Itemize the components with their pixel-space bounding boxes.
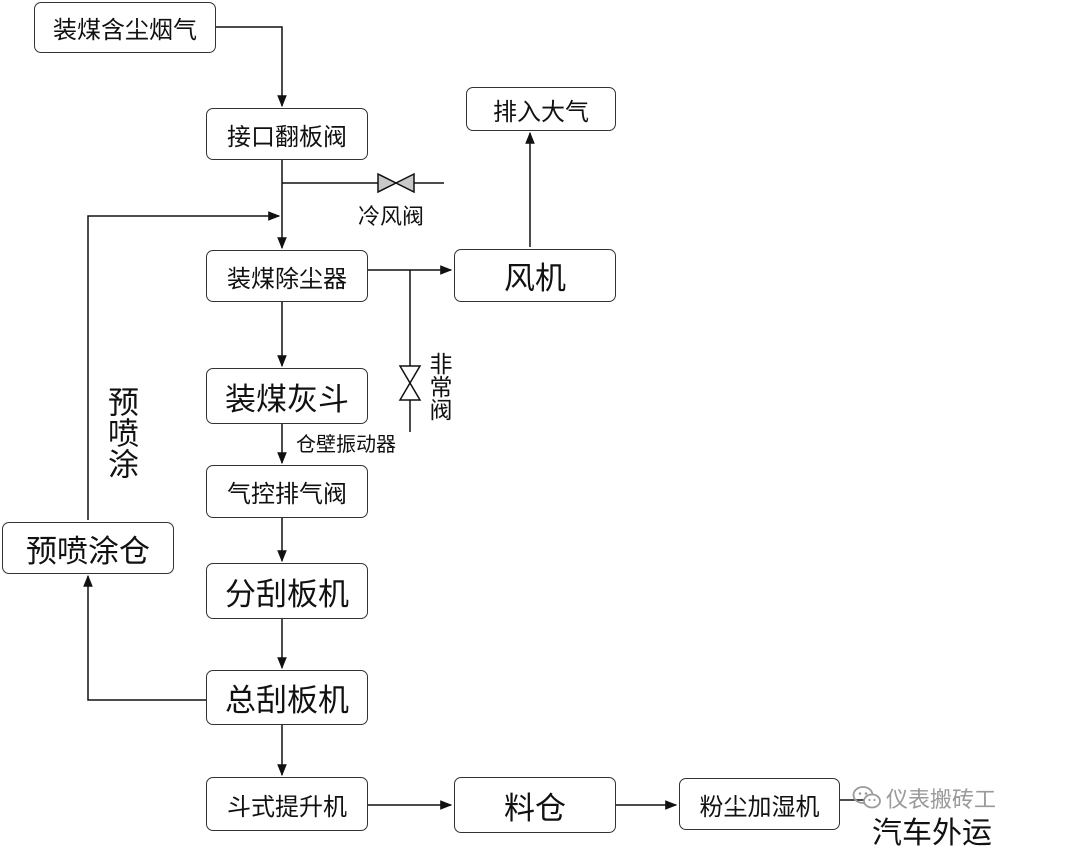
fan-box: 风机	[454, 249, 616, 302]
cold-air-valve-label: 冷风阀	[358, 205, 425, 230]
watermark: 仪表搬砖工	[852, 782, 996, 814]
material-bin-label: 料仓	[504, 790, 566, 827]
exhaust-atmosphere-box: 排入大气	[466, 87, 616, 131]
exhaust-atmosphere-label: 排入大气	[493, 97, 589, 126]
bin-wall-vibrator-label: 仓壁振动器	[296, 432, 396, 456]
ash-hopper-box: 装煤灰斗	[206, 368, 368, 424]
bucket-elevator-label: 斗式提升机	[227, 792, 347, 821]
connector-precoat-return	[87, 211, 281, 520]
ash-hopper-label: 装煤灰斗	[225, 381, 349, 418]
flap-valve-box: 接口翻板阀	[206, 108, 368, 160]
cold-air-valve-icon	[377, 172, 415, 194]
coal-dust-gas-box: 装煤含尘烟气	[34, 2, 216, 53]
coal-dust-gas-label: 装煤含尘烟气	[53, 16, 197, 44]
pneumatic-exhaust-valve-label: 气控排气阀	[227, 480, 347, 508]
connector-source-to-flap-valve	[216, 26, 287, 108]
precoat-bin-label: 预喷涂仓	[26, 533, 150, 570]
connector-main-scraper-to-precoat-bin	[83, 574, 206, 701]
material-bin-box: 料仓	[454, 777, 616, 833]
emergency-valve-label: 非常阀	[425, 352, 451, 421]
fan-label: 风机	[504, 261, 566, 297]
main-scraper-label: 总刮板机	[225, 683, 349, 719]
wechat-logo-icon	[852, 786, 881, 809]
dust-humidifier-box: 粉尘加湿机	[679, 778, 840, 830]
dust-humidifier-label: 粉尘加湿机	[699, 792, 820, 821]
precoat-bin-box: 预喷涂仓	[2, 522, 174, 574]
branch-scraper-label: 分刮板机	[225, 576, 349, 613]
emergency-valve-icon	[398, 365, 422, 401]
watermark-text: 仪表搬砖工	[886, 788, 997, 813]
flap-valve-label: 接口翻板阀	[227, 122, 347, 151]
bucket-elevator-box: 斗式提升机	[206, 777, 368, 831]
dust-collector-box: 装煤除尘器	[206, 250, 368, 302]
truck-transport-label: 汽车外运	[872, 816, 992, 851]
branch-scraper-box: 分刮板机	[206, 563, 368, 619]
precoat-label: 预喷涂	[102, 386, 138, 479]
main-scraper-box: 总刮板机	[206, 670, 368, 725]
pneumatic-exhaust-valve-box: 气控排气阀	[206, 465, 368, 518]
dust-collector-label: 装煤除尘器	[227, 264, 347, 293]
